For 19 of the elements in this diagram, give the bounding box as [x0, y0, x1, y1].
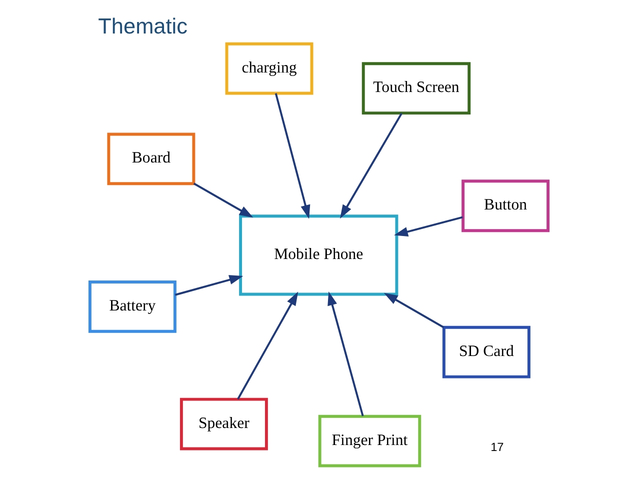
- arrow: [193, 182, 254, 218]
- node-box: Board: [107, 132, 196, 186]
- arrow: [384, 292, 444, 328]
- node-box: Speaker: [180, 398, 268, 450]
- node-box: Button: [462, 180, 550, 232]
- node-box: Mobile Phone: [239, 214, 398, 296]
- node-box: SD Card: [442, 326, 530, 378]
- arrow: [174, 275, 244, 296]
- arrow: [237, 292, 298, 400]
- node-box: Battery: [88, 280, 176, 333]
- node-box: Finger Print: [318, 414, 422, 468]
- arrow: [394, 216, 463, 236]
- arrow: [274, 93, 310, 219]
- arrow: [328, 292, 364, 416]
- diagram-title: Thematic: [98, 14, 188, 39]
- label: 17: [490, 440, 504, 454]
- node-box: Touch Screen: [362, 62, 471, 115]
- node-box: charging: [225, 42, 314, 95]
- arrow: [340, 112, 402, 219]
